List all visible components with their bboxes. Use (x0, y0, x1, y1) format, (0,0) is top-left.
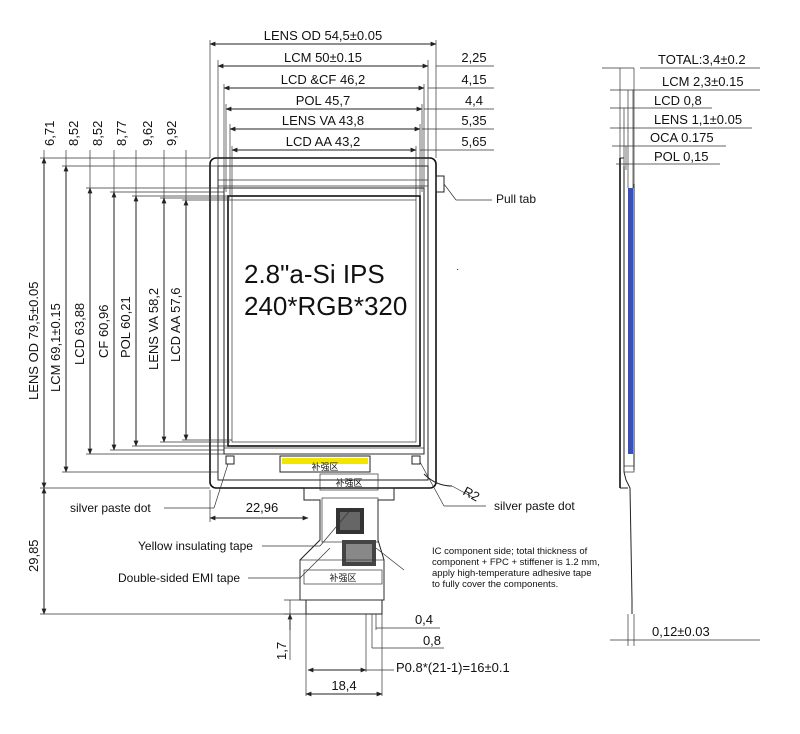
side-lcd: LCD 0,8 (654, 93, 702, 108)
dim-0-8: 0,8 (423, 633, 441, 648)
screen-title: 2.8"a-Si IPS (244, 259, 385, 289)
va-outline (231, 199, 417, 443)
silver-paste-dot-left (225, 455, 235, 465)
left-offset-3: 8,77 (114, 121, 129, 146)
svg-text:补强区: 补强区 (335, 477, 362, 488)
svg-text:补强区: 补强区 (329, 572, 356, 583)
top-dimensions: LENS OD 54,5±0.05 LCM 50±0.15 LCD &CF 46… (209, 28, 494, 200)
silver-paste-dot-right (411, 455, 421, 465)
fpc: 补强区 补强区 (299, 473, 395, 615)
offset-3: 5,35 (461, 113, 486, 128)
side-oca: OCA 0.175 (650, 130, 714, 145)
yellow-tape-strip (282, 458, 368, 464)
dim-left-lcd: LCD 63,88 (72, 303, 87, 365)
left-offset-1: 8,52 (66, 121, 81, 146)
active-area-outline (227, 195, 421, 447)
dim-lens-od: LENS OD 54,5±0.05 (264, 28, 382, 43)
left-offset-5: 9,92 (164, 121, 179, 146)
ic-note-line-3: apply high-temperature adhesive tape (432, 568, 592, 579)
dim-lcd-aa: LCD AA 43,2 (286, 134, 360, 149)
label-emi-tape: Double-sided EMI tape (118, 571, 240, 585)
stiffener-area (303, 569, 383, 585)
dim-lens-va: LENS VA 43,8 (282, 113, 364, 128)
left-dimensions: 6,71 8,52 8,52 8,77 9,62 9,92 LENS OD 79… (26, 121, 232, 489)
side-pol: POL 0,15 (654, 149, 708, 164)
label-radius: R2 (461, 483, 483, 504)
side-total: TOTAL:3,4±0.2 (658, 52, 746, 67)
side-fpc-thickness: 0,12±0.03 (652, 624, 710, 639)
offset-2: 4,4 (465, 93, 483, 108)
ic-note-line-4: to fully cover the components. (432, 579, 558, 590)
offset-1: 4,15 (461, 72, 486, 87)
label-pull-tab: Pull tab (496, 192, 536, 206)
ic-note-line-2: component + FPC + stiffener is 1.2 mm, (432, 557, 600, 568)
lcm-outline (217, 165, 429, 481)
offset-0: 2,25 (461, 50, 486, 65)
side-lens: LENS 1,1±0.05 (654, 112, 742, 127)
lens-outline (209, 157, 437, 489)
dim-18-4: 18,4 (331, 678, 356, 693)
label-yellow-tape: Yellow insulating tape (138, 539, 253, 553)
fpc-connector-top (319, 473, 379, 491)
dim-left-lens-od: LENS OD 79,5±0.05 (26, 282, 41, 400)
dim-1-7: 1,7 (274, 642, 289, 660)
ic-note-line-1: IC component side; total thickness of (432, 546, 588, 557)
left-offset-0: 6,71 (42, 121, 57, 146)
label-silver-right: silver paste dot (494, 499, 575, 513)
dim-pitch: P0.8*(21-1)=16±0.1 (396, 660, 510, 675)
pull-tab (435, 175, 445, 193)
dim-left-lcd-aa: LCD AA 57,6 (168, 288, 183, 362)
left-offset-2: 8,52 (90, 121, 105, 146)
side-view: TOTAL:3,4±0.2 LCM 2,3±0.15 LCD 0,8 LENS … (602, 52, 760, 646)
bottom-dimensions: 22,96 29,85 1,7 0,4 0,8 P0.8*(21-1)=16±0… (26, 487, 510, 697)
dim-left-lens-va: LENS VA 58,2 (146, 288, 161, 370)
dim-lcd-cf: LCD &CF 46,2 (281, 72, 366, 87)
side-lcd-layer (628, 188, 633, 454)
front-view: 补强区 (209, 157, 445, 489)
left-offset-4: 9,62 (140, 121, 155, 146)
callouts: Pull tab silver paste dot silver paste d… (70, 183, 600, 590)
lcd-outline (223, 187, 425, 455)
offset-4: 5,65 (461, 134, 486, 149)
side-lcm: LCM 2,3±0.15 (662, 74, 744, 89)
stray-dot: · (456, 264, 459, 275)
dim-22-96: 22,96 (246, 500, 279, 515)
label-silver-left: silver paste dot (70, 501, 151, 515)
tape-mark: 补强区 (311, 461, 338, 472)
dim-lcm: LCM 50±0.15 (284, 50, 362, 65)
dim-left-lcm: LCM 69,1±0.15 (48, 303, 63, 392)
screen-resolution: 240*RGB*320 (244, 291, 407, 321)
dim-29-85: 29,85 (26, 539, 41, 572)
dim-left-cf: CF 60,96 (96, 305, 111, 358)
dim-left-pol: POL 60,21 (118, 296, 133, 358)
dim-pol: POL 45,7 (296, 93, 350, 108)
fpc-gold-fingers (305, 599, 383, 615)
dim-0-4: 0,4 (415, 612, 433, 627)
